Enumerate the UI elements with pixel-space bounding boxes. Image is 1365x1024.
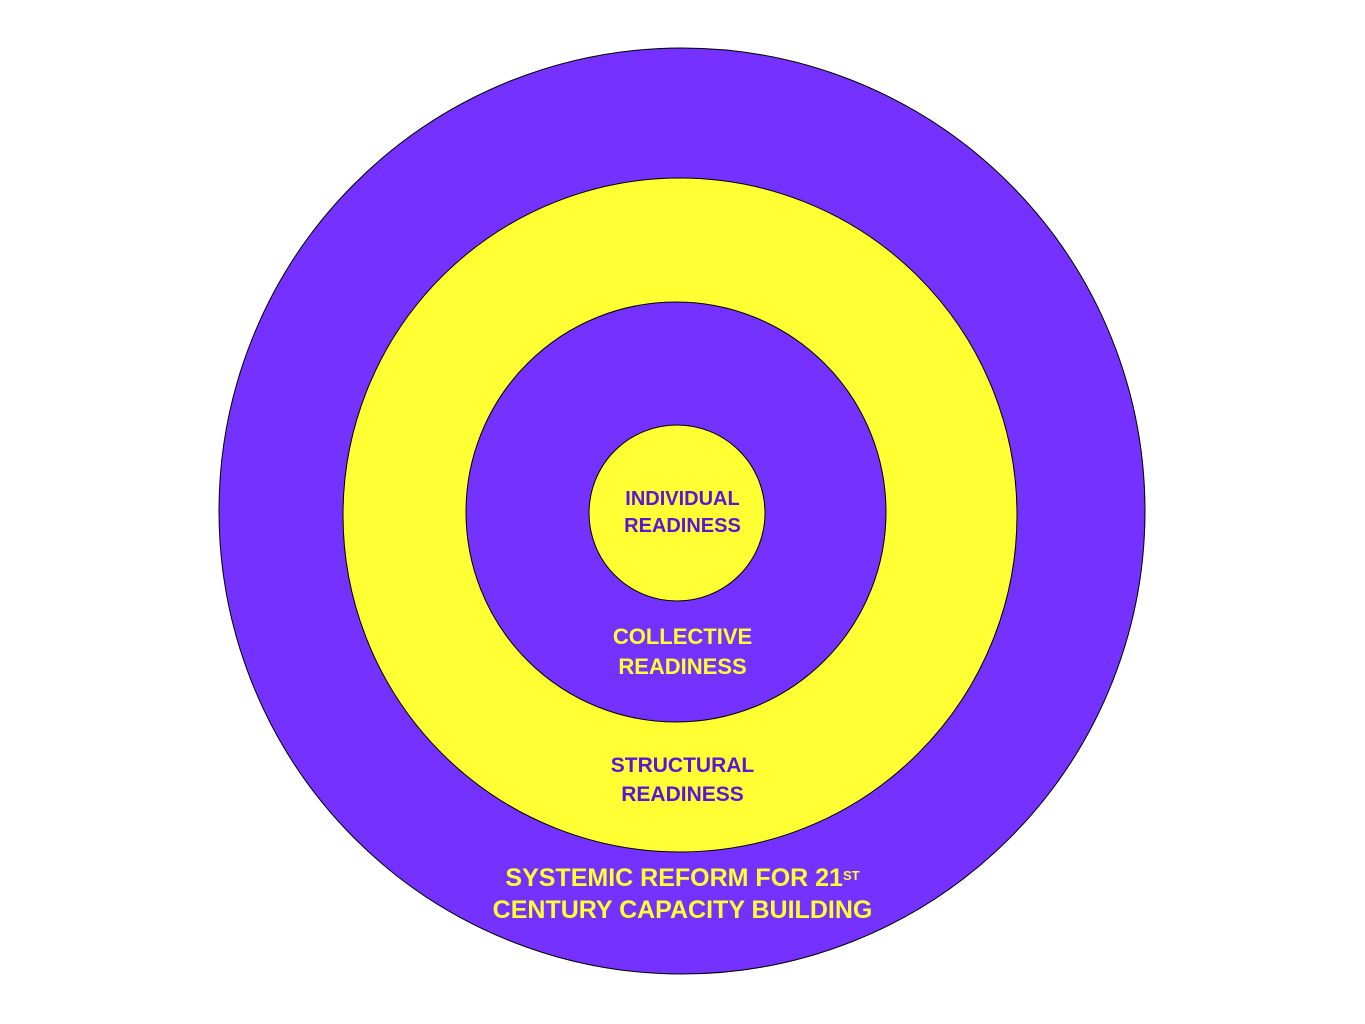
systemic-label-line2: CENTURY CAPACITY BUILDING: [492, 896, 873, 924]
systemic-label-line1: SYSTEMIC REFORM FOR 21ST: [0, 862, 1365, 894]
structural-label-line2: READINESS: [621, 783, 744, 806]
collective-label-line2: READINESS: [618, 654, 747, 679]
structural-label-line1: STRUCTURAL: [610, 754, 755, 777]
collective-label-line1: COLLECTIVE: [612, 624, 753, 649]
individual-label-line1: INDIVIDUAL: [625, 488, 740, 510]
individual-readiness-label: INDIVIDUAL READINESS: [0, 486, 1365, 540]
structural-readiness-label: STRUCTURAL READINESS: [0, 751, 1365, 809]
systemic-label-superscript: ST: [842, 868, 860, 883]
ring-individual: [588, 424, 766, 602]
systemic-label-line1-text: SYSTEMIC REFORM FOR 21: [505, 864, 843, 892]
individual-label-line2: READINESS: [624, 515, 741, 537]
collective-readiness-label: COLLECTIVE READINESS: [0, 622, 1365, 682]
systemic-reform-label: SYSTEMIC REFORM FOR 21ST CENTURY CAPACIT…: [0, 862, 1365, 926]
